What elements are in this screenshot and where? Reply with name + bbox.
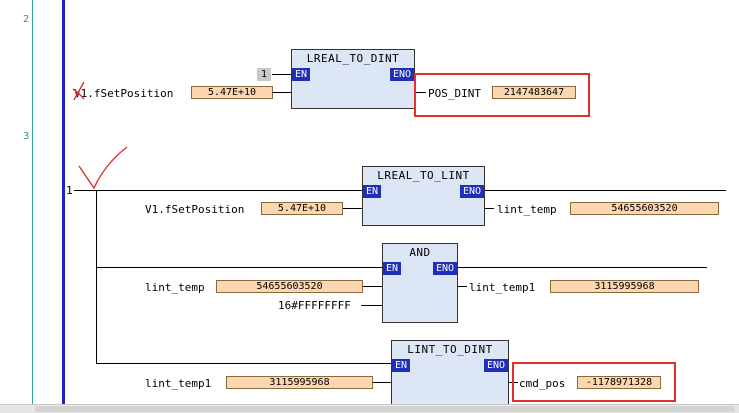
horizontal-scrollbar[interactable] [0, 404, 739, 413]
output-wire [414, 92, 426, 93]
red-check-mark-icon [78, 146, 128, 190]
online-value[interactable]: 5.47E+10 [261, 202, 343, 215]
online-value[interactable]: 3115995968 [550, 280, 699, 293]
input-wire [343, 208, 362, 209]
online-value[interactable]: 54655603520 [570, 202, 719, 215]
fb-title: LREAL_TO_DINT [306, 52, 400, 65]
branch-wire-convert [96, 363, 391, 364]
eno-pin: ENO [459, 185, 484, 198]
highlight-box [414, 73, 590, 117]
input-variable[interactable]: lint_temp [145, 281, 205, 294]
rung-number-3[interactable]: 3 [23, 131, 30, 142]
fb-title: LINT_TO_DINT [407, 343, 493, 356]
scrollbar-thumb[interactable] [35, 406, 735, 412]
rung-wire-right [484, 190, 726, 191]
en-pin: EN [383, 262, 402, 275]
rung-wire [74, 190, 364, 191]
rung-number-2[interactable]: 2 [23, 14, 30, 25]
en-wire [272, 74, 291, 75]
input-wire [361, 305, 382, 306]
fb-and[interactable]: AND EN ENO [382, 243, 458, 323]
input-wire [363, 286, 382, 287]
left-power-rail [62, 0, 65, 404]
output-variable[interactable]: cmd_pos [519, 377, 566, 390]
branch-vertical [96, 190, 97, 364]
eno-pin: ENO [432, 262, 457, 275]
fb-title: LREAL_TO_LINT [377, 169, 470, 182]
input-variable[interactable]: V1.fSetPosition [145, 203, 245, 216]
eno-pin: ENO [483, 359, 508, 372]
fb-lreal-to-lint[interactable]: LREAL_TO_LINT EN ENO [362, 166, 485, 226]
en-pin: EN [363, 185, 382, 198]
eno-pin: ENO [389, 68, 414, 81]
online-value[interactable]: 5.47E+10 [191, 86, 273, 99]
output-wire [457, 286, 467, 287]
en-pin: EN [292, 68, 311, 81]
red-cross-mark-icon [72, 81, 85, 101]
online-value[interactable]: 3115995968 [226, 376, 373, 389]
branch-wire-and-right [457, 267, 707, 268]
online-value[interactable]: 54655603520 [216, 280, 363, 293]
gutter-divider [32, 0, 33, 404]
fb-lint-to-dint[interactable]: LINT_TO_DINT EN ENO [391, 340, 509, 408]
input-variable[interactable]: lint_temp1 [145, 377, 212, 390]
input-wire [373, 382, 391, 383]
en-constant[interactable]: 1 [257, 68, 271, 81]
branch-label: 1 [66, 184, 73, 197]
online-value[interactable]: 2147483647 [492, 86, 576, 99]
highlight-box [512, 362, 676, 402]
input-wire [272, 92, 291, 93]
online-value[interactable]: -1178971328 [577, 376, 661, 389]
fb-title: AND [409, 246, 431, 259]
fb-lreal-to-dint[interactable]: LREAL_TO_DINT EN ENO [291, 49, 415, 109]
input-variable[interactable]: V1.fSetPosition [74, 87, 174, 100]
output-wire [484, 208, 494, 209]
output-variable[interactable]: lint_temp [497, 203, 557, 216]
en-pin: EN [392, 359, 411, 372]
branch-wire-and [96, 267, 383, 268]
output-variable[interactable]: POS_DINT [428, 87, 481, 100]
constant-input[interactable]: 16#FFFFFFFF [278, 299, 351, 312]
output-variable[interactable]: lint_temp1 [469, 281, 536, 294]
